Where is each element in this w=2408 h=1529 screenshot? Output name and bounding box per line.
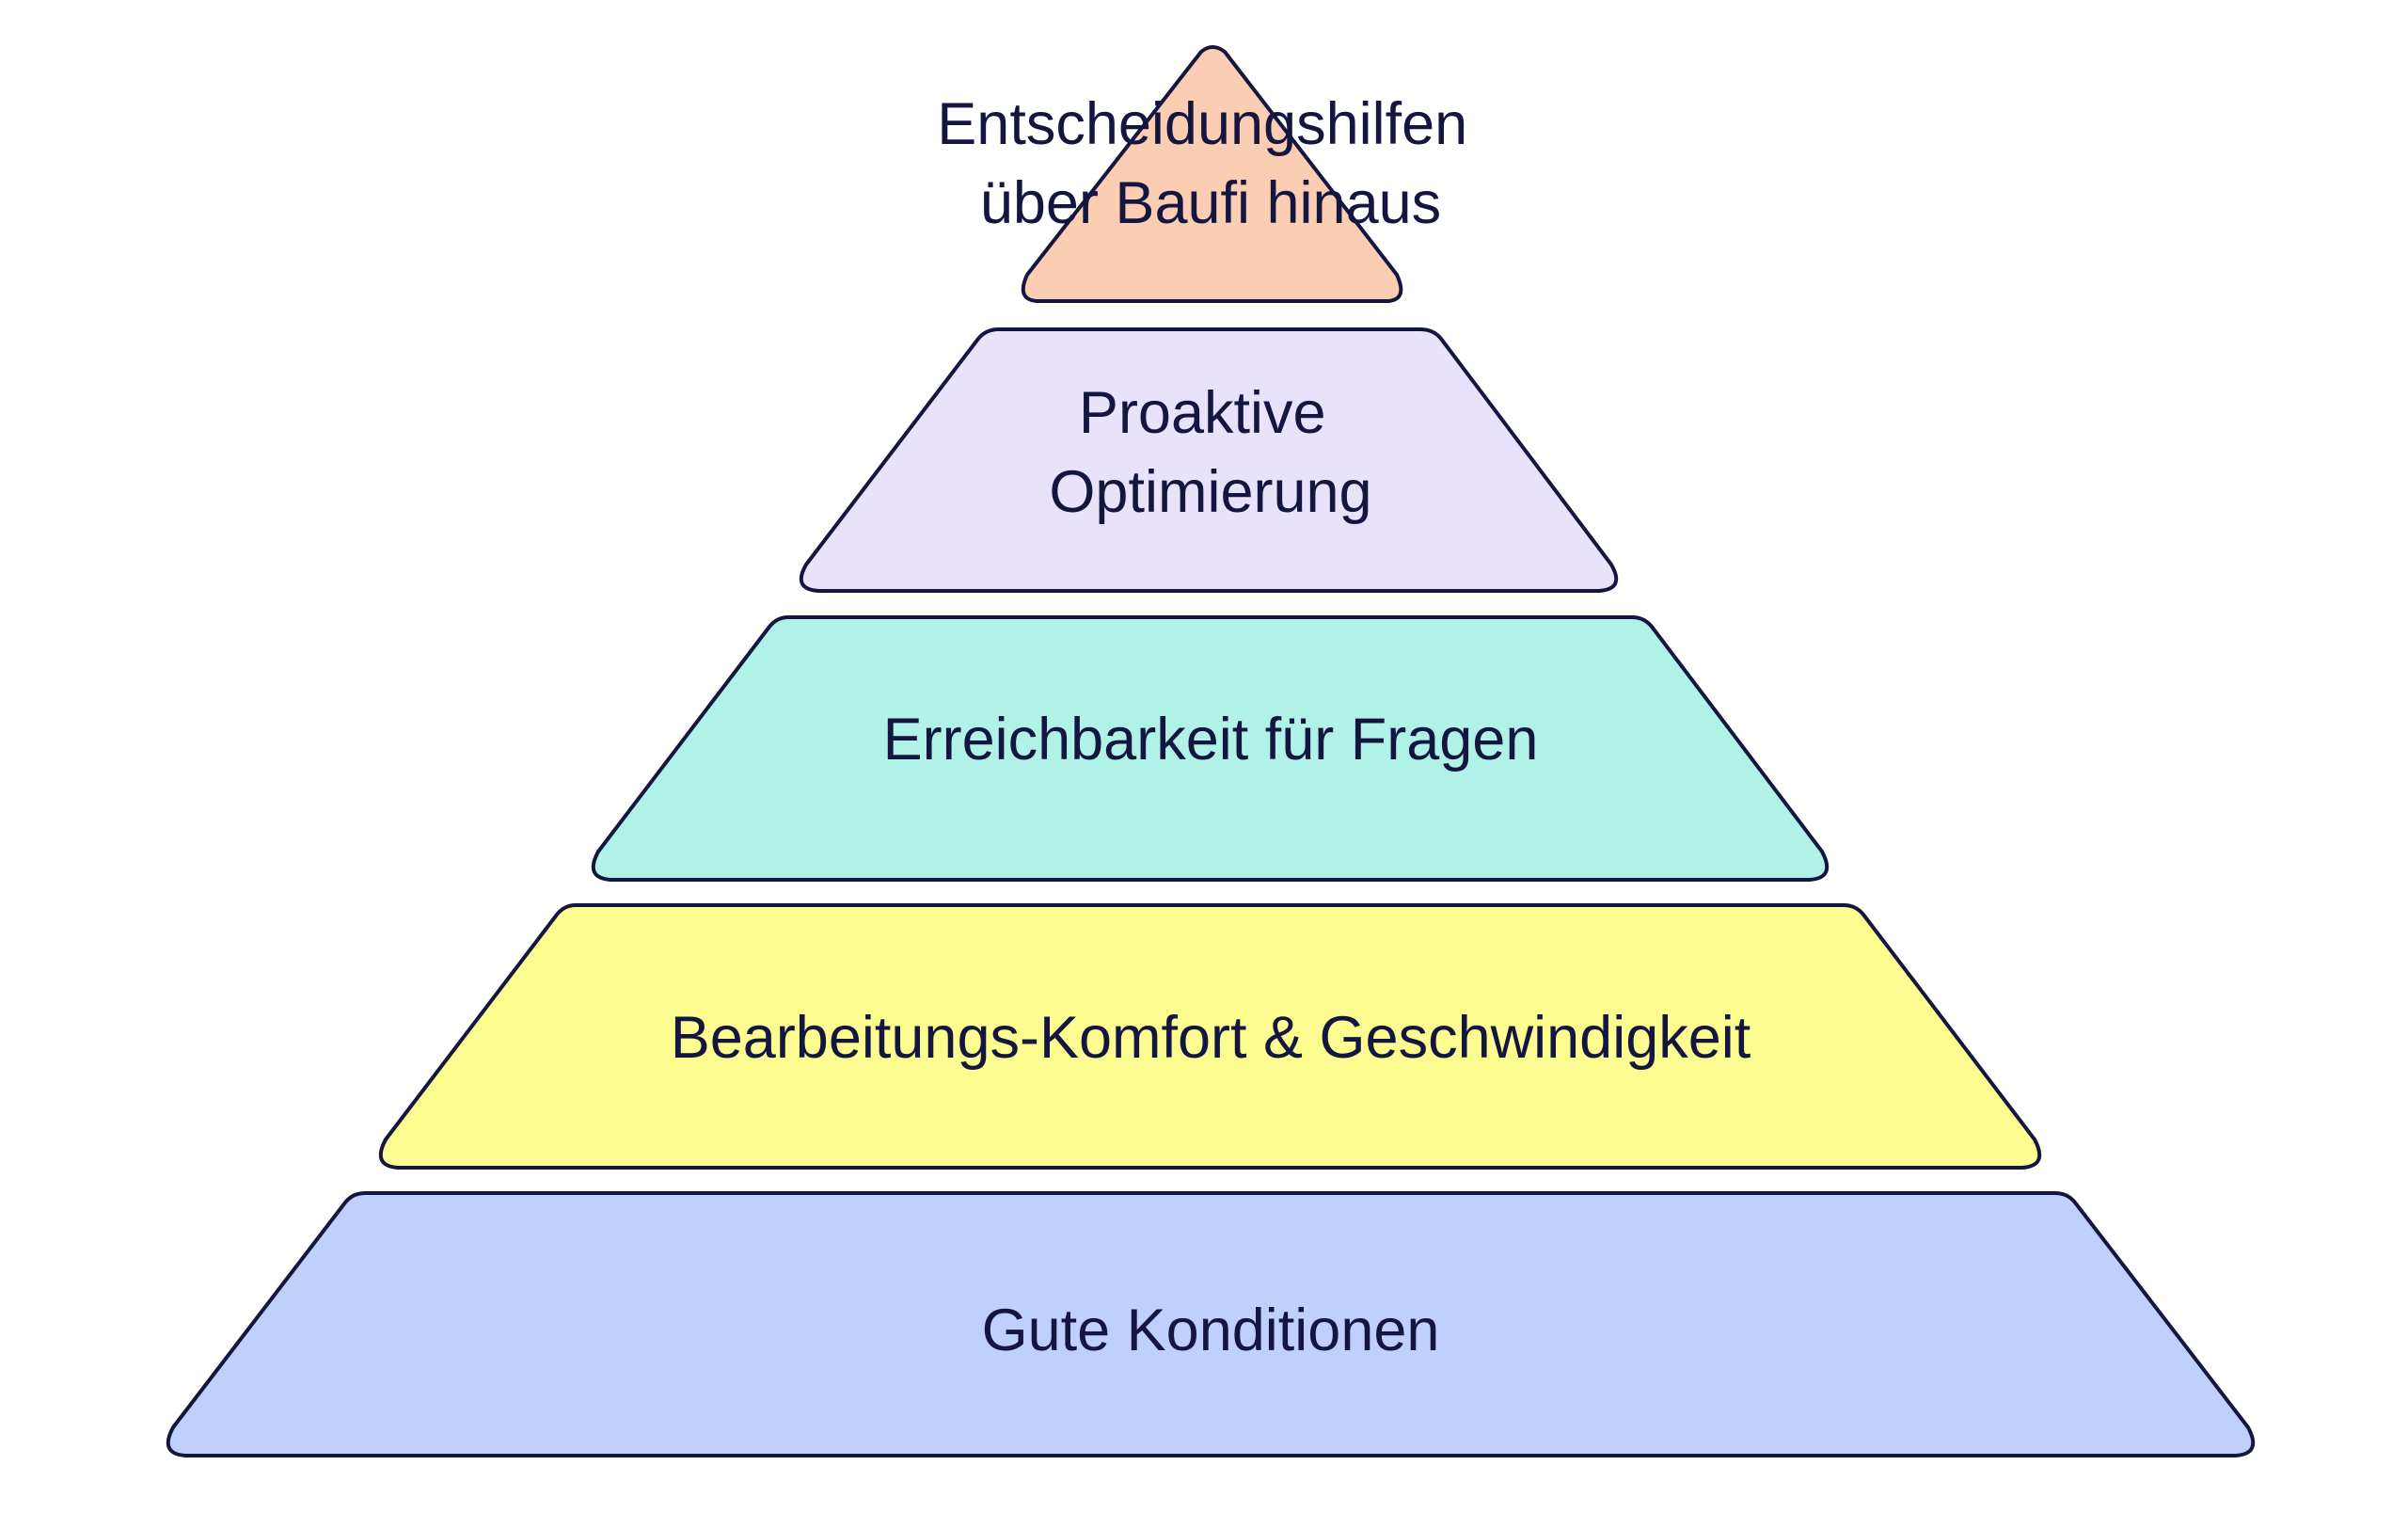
pyramid-layer-base-label: Gute Konditionen bbox=[982, 1298, 1440, 1363]
pyramid-layer-top-shape bbox=[1021, 45, 1403, 303]
pyramid-layer-4: Proaktive Optimierung bbox=[799, 327, 1619, 593]
pyramid-layer-top: Entscheidungshilfen über Baufi hinaus bbox=[937, 45, 1483, 303]
pyramid-layer-top-label: Entscheidungshilfen über Baufi hinaus bbox=[937, 91, 1483, 236]
pyramid-layer-4-shape bbox=[799, 327, 1619, 593]
pyramid-layer-2-shape bbox=[378, 903, 2042, 1170]
pyramid-layer-base: Gute Konditionen bbox=[166, 1191, 2256, 1457]
pyramid-layer-2: Bearbeitungs-Komfort & Geschwindigkeit bbox=[378, 903, 2042, 1170]
pyramid-layer-4-label: Proaktive Optimierung bbox=[1049, 380, 1371, 525]
pyramid-layer-3-shape bbox=[591, 615, 1830, 882]
pyramid-layer-3: Erreichbarkeit für Fragen bbox=[591, 615, 1830, 882]
pyramid-layer-3-label: Erreichbarkeit für Fragen bbox=[883, 707, 1539, 772]
pyramid-layer-base-shape bbox=[166, 1191, 2256, 1457]
pyramid-layer-2-label: Bearbeitungs-Komfort & Geschwindigkeit bbox=[671, 1005, 1751, 1071]
